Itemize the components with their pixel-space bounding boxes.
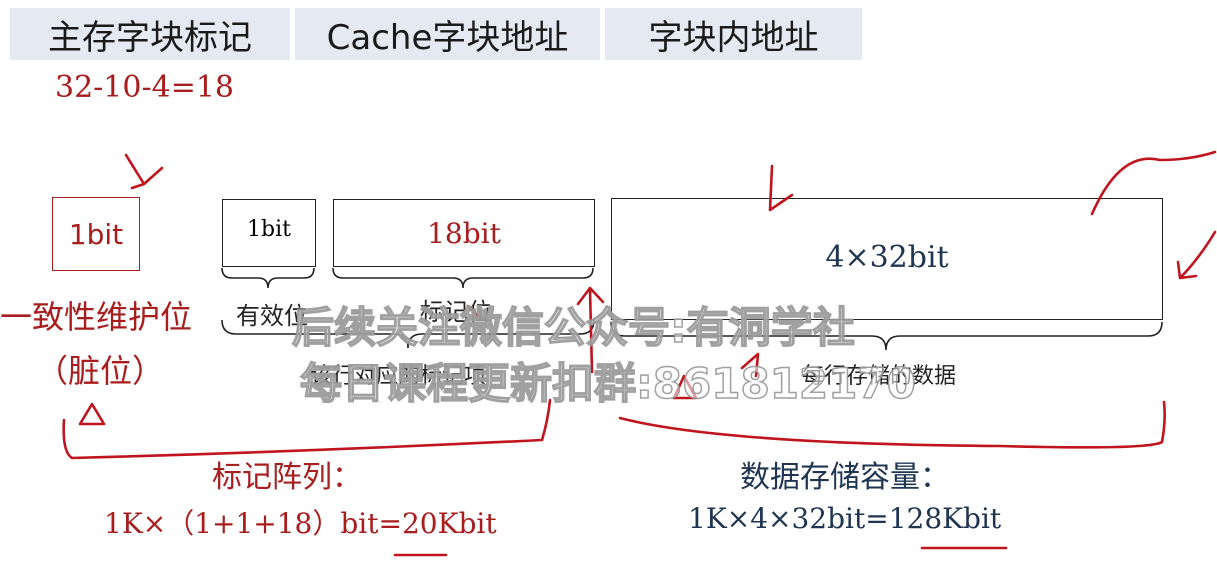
coherence-label: 一致性维护位 — [0, 298, 193, 336]
red-tick-tag — [466, 304, 482, 320]
tag-array-title: 标记阵列： — [212, 460, 362, 495]
valid-bit-brace — [221, 267, 315, 289]
valid-bit-box: 1bit — [222, 199, 316, 267]
tag-row-label: 该行对应的标记项 — [310, 364, 487, 389]
tag-array-formula: 1K×（1+1+18）bit=20Kbit — [104, 507, 497, 540]
data-row-brace — [610, 321, 1163, 351]
tag-bits-box: 18bit — [333, 199, 595, 267]
dirty-bit-box-label: 1bit — [68, 217, 124, 251]
red-arrow-up — [576, 286, 605, 374]
red-curve-top-right — [1090, 150, 1217, 216]
red-bracket-tag-array — [62, 398, 552, 460]
dirty-bit-box: 1bit — [52, 197, 140, 271]
red-triangle-mid — [672, 374, 698, 400]
header-cell-block-address: Cache字块地址 — [295, 8, 600, 60]
header-cell-tag: 主存字块标记 — [10, 8, 290, 60]
red-arrow-data — [768, 164, 794, 212]
tag-bits-label: 标记位 — [420, 298, 492, 326]
data-row-label: 每行存储的数据 — [802, 364, 957, 389]
data-block-box: 4×32bit — [611, 198, 1163, 320]
tag-row-brace — [221, 319, 595, 349]
red-bracket-data — [618, 400, 1166, 449]
header-cell-word-address: 字块内地址 — [605, 8, 862, 60]
data-block-box-label: 4×32bit — [825, 239, 949, 275]
watermark-line-2: 每日课程更新扣群:861812170 — [299, 358, 916, 409]
data-store-title: 数据存储容量： — [740, 460, 950, 495]
red-hook-mid — [740, 352, 760, 378]
data-store-formula: 1K×4×32bit=128Kbit — [688, 502, 1002, 535]
tag-bits-box-label: 18bit — [427, 216, 501, 250]
red-triangle-left — [78, 402, 106, 426]
valid-bit-box-label: 1bit — [247, 216, 291, 242]
tag-bits-brace — [332, 267, 594, 289]
red-arrow-dirty — [124, 153, 164, 190]
valid-bit-label: 有效位 — [236, 302, 308, 330]
watermark-line-1: 后续关注微信公众号:有洞学社 — [291, 302, 855, 353]
red-arrow-right — [1176, 230, 1217, 280]
tag-width-formula: 32-10-4=18 — [55, 70, 235, 105]
dirty-bit-label: （脏位） — [36, 352, 165, 390]
